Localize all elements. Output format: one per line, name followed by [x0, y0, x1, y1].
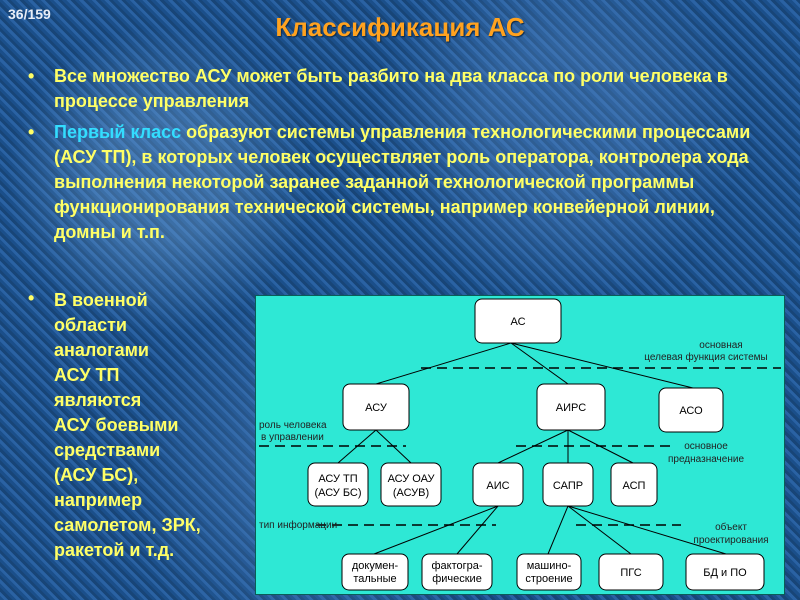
- bullet-text-3: В военной области аналогами АСУ ТП являю…: [54, 288, 244, 563]
- level-label: объект: [715, 521, 747, 533]
- bullet3-line: В военной: [54, 290, 148, 310]
- node-asuoau: АСУ ОАУ (АСУВ): [380, 462, 442, 507]
- node-fact: фактогра- фические: [421, 553, 493, 591]
- level-label: предназначение: [668, 454, 744, 465]
- node-label: АСУ ОАУ: [388, 473, 436, 485]
- node-doc: докумен- тальные: [341, 553, 409, 591]
- bullet3-line: АСУ ТП: [54, 365, 120, 385]
- node-label: (АСУ БС): [314, 487, 361, 499]
- node-as: АС: [474, 298, 562, 344]
- bullet-list: • Все множество АСУ может быть разбито н…: [20, 64, 780, 251]
- level-label: тип информации: [259, 519, 337, 531]
- bullet3-line: средствами: [54, 440, 161, 460]
- level-label: проектирования: [693, 535, 768, 546]
- diagram-nodes: АС АСУ АИРС АСО АСУ ТП (АСУ БС) АСУ О: [307, 298, 765, 591]
- node-label: АС: [510, 316, 525, 328]
- bullet-text-1: Все множество АСУ может быть разбито на …: [54, 66, 728, 111]
- first-class-highlight: Первый класс: [54, 122, 182, 142]
- node-label: САПР: [553, 480, 583, 492]
- diagram-connectors: [337, 342, 727, 555]
- bullet-dot-icon: •: [28, 288, 35, 308]
- node-label: (АСУВ): [393, 487, 429, 499]
- node-label: АСУ: [365, 402, 388, 414]
- node-label: докумен-: [352, 560, 399, 572]
- node-label: АСО: [679, 405, 703, 417]
- node-label: АИРС: [556, 402, 586, 414]
- node-asp: АСП: [610, 462, 658, 507]
- diagram-level-labels: основная целевая функция системы роль че…: [259, 340, 769, 546]
- node-label: строение: [525, 573, 572, 585]
- node-label: ПГС: [620, 567, 641, 579]
- level-label: роль человека: [259, 420, 327, 431]
- bullet-dot-icon: •: [28, 66, 35, 86]
- node-airs: АИРС: [536, 383, 606, 431]
- bullet-item-2: • Первый класс образуют системы управлен…: [20, 120, 780, 245]
- bullet3-line: (АСУ БС),: [54, 465, 139, 485]
- node-bd: БД и ПО: [685, 553, 765, 591]
- page-title: Классификация АС: [275, 12, 525, 42]
- node-pgs: ПГС: [598, 553, 664, 591]
- bullet-dot-icon: •: [28, 122, 35, 142]
- node-label: фактогра-: [431, 560, 482, 572]
- bullet-item-1: • Все множество АСУ может быть разбито н…: [20, 64, 780, 114]
- level-label: основное: [684, 441, 728, 452]
- classification-diagram: АС АСУ АИРС АСО АСУ ТП (АСУ БС) АСУ О: [255, 295, 785, 595]
- slide-number: 36/159: [8, 6, 51, 22]
- bullet3-line: самолетом, ЗРК,: [54, 515, 201, 535]
- node-label: АСУ ТП: [318, 473, 357, 485]
- bullet3-line: области: [54, 315, 128, 335]
- bullet-text-2: образуют системы управления технологичес…: [54, 122, 751, 242]
- level-label: в управлении: [261, 432, 324, 443]
- node-mash: машино- строение: [516, 553, 582, 591]
- level-label: целевая функция системы: [644, 351, 767, 363]
- bullet3-line: например: [54, 490, 143, 510]
- node-label: АИС: [486, 480, 509, 492]
- bullet3-line: АСУ боевыми: [54, 415, 179, 435]
- node-sapr: САПР: [542, 462, 594, 507]
- node-label: БД и ПО: [703, 567, 747, 579]
- node-label: тальные: [353, 573, 396, 585]
- bullet3-line: ракетой и т.д.: [54, 540, 175, 560]
- level-label: основная: [699, 340, 742, 351]
- node-asu: АСУ: [342, 383, 410, 431]
- node-label: фические: [432, 573, 482, 585]
- bullet3-line: являются: [54, 390, 142, 410]
- diagram-dashed-lines: [259, 367, 781, 526]
- node-aso: АСО: [658, 387, 724, 433]
- node-asutp: АСУ ТП (АСУ БС): [307, 462, 369, 507]
- bullet3-line: аналогами: [54, 340, 149, 360]
- node-label: машино-: [527, 560, 572, 572]
- node-ais: АИС: [472, 462, 524, 507]
- node-label: АСП: [623, 480, 646, 492]
